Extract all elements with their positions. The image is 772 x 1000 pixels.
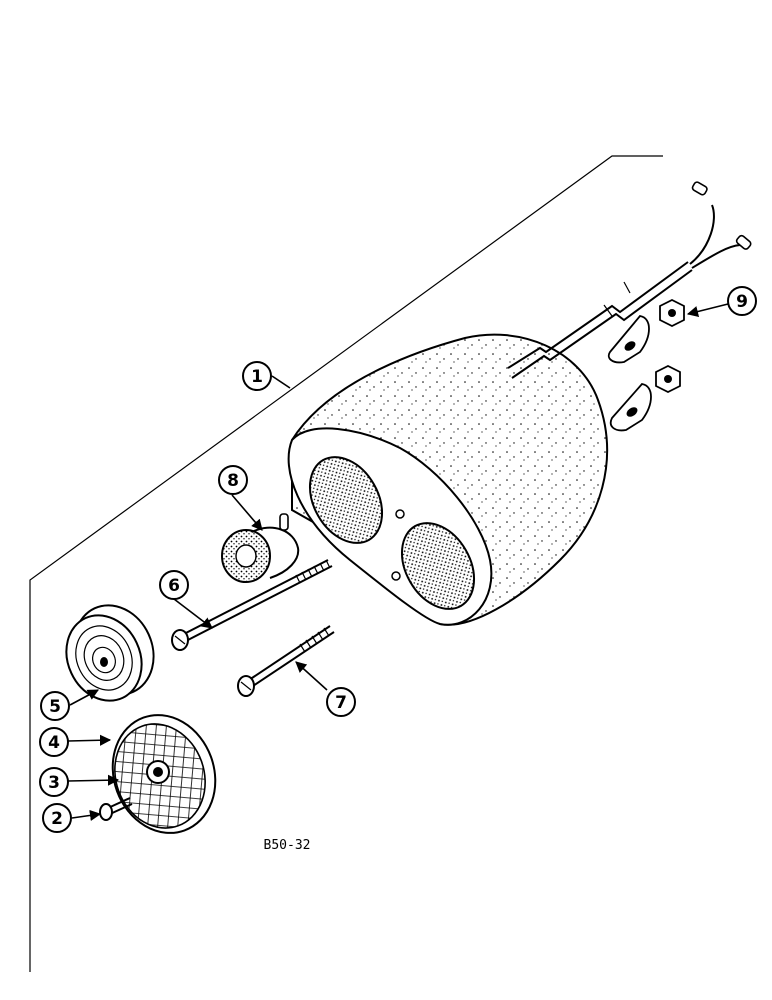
callout-8-label: 8 — [227, 471, 239, 491]
short-bolt — [237, 625, 335, 697]
callout-9-label: 9 — [736, 292, 748, 312]
callout-3: 3 — [39, 767, 69, 797]
lens-screw — [99, 797, 133, 821]
reflector — [65, 604, 155, 702]
lamp-housing — [287, 333, 609, 626]
drawing-reference: B50-32 — [264, 838, 311, 853]
callout-6: 6 — [159, 570, 189, 600]
callout-5: 5 — [40, 691, 70, 721]
callout-7-label: 7 — [335, 693, 347, 713]
callout-3-label: 3 — [48, 773, 60, 793]
callout-2-label: 2 — [51, 809, 63, 829]
callout-1-label: 1 — [251, 367, 263, 387]
assembly-outline — [29, 155, 663, 972]
grommets-and-nuts — [607, 298, 685, 432]
callout-9: 9 — [727, 286, 757, 316]
callout-4: 4 — [39, 727, 69, 757]
callout-6-label: 6 — [168, 576, 180, 596]
callout-4-label: 4 — [48, 733, 60, 753]
callout-1: 1 — [242, 361, 272, 391]
callout-5-label: 5 — [49, 697, 61, 717]
callout-2: 2 — [42, 803, 72, 833]
leader-lines — [67, 303, 729, 821]
callout-8: 8 — [218, 465, 248, 495]
callout-7: 7 — [326, 687, 356, 717]
bulb-holder — [221, 513, 300, 583]
lens — [111, 714, 217, 834]
